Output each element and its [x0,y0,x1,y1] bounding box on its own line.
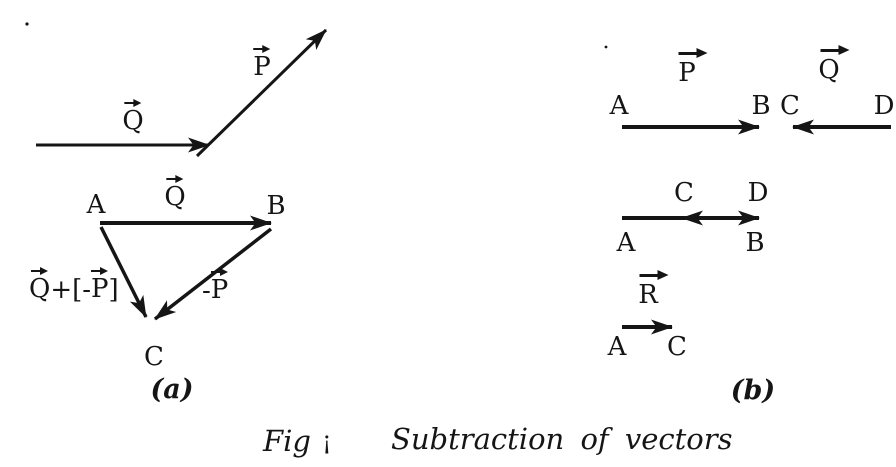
sum-operator-text: +[- [50,275,92,305]
sum-bracket-close: ] [108,275,119,305]
point-label-d: D [873,91,895,121]
caption-title: Subtraction of vectors [391,422,733,456]
caption-separator: ¡ [322,427,332,455]
caption-fig-word: Fig [263,424,311,458]
vector-arrow-icon [820,45,850,56]
vector-arrow-icon [678,48,708,59]
minus-sign: - [202,276,211,306]
point-label-b: B [751,91,771,121]
vector-letter: P [210,275,229,305]
panel-b-caption: (b) [730,375,776,406]
vector-label-r: R [628,270,669,308]
vector-label-q-b: Q [809,45,850,83]
point-label-a2: A [616,228,636,258]
vertex-label-c: C [144,342,164,372]
vertex-label-b: B [266,191,286,221]
vector-arrow-icon [31,266,49,275]
vector-arrow-icon [639,270,669,281]
vector-label-p: P [210,267,229,305]
vector-arrow-icon [91,266,109,275]
point-label-c: C [780,91,800,121]
point-label-c2: C [674,178,694,208]
vector-letter: Q [122,106,144,136]
vector-arrow-icon [124,98,142,107]
vector-arrow-icon [253,44,271,53]
vector-label-p-top: P [253,44,271,80]
sum-label-q-plus-minus-p: Q +[- P ] [29,266,119,303]
vector-letter: Q [818,55,840,85]
vector-letter: R [638,280,658,310]
panel-a-caption: (a) [150,374,194,405]
vector-label-p-b: P [667,48,708,86]
vector-letter: P [91,274,109,304]
vector-label-q-top: Q [122,98,144,136]
vector-p-arrow [195,28,328,158]
vector-letter: P [678,58,696,88]
vector-letter: P [253,52,271,82]
minus-p-label: - P [202,267,228,304]
point-label-b2: B [745,228,765,258]
print-dot [604,45,608,49]
triangle-ac-arrow [99,226,148,318]
vector-arrow-icon [166,174,184,183]
vector-arrow-icon [211,267,229,276]
vector-label-p: P [91,266,109,302]
vector-label-q-triangle: Q [164,174,186,212]
vertex-label-a: A [86,190,106,220]
print-dot [25,22,29,26]
vector-label-q: Q [29,266,50,302]
triangle-bc-arrow [153,227,273,321]
point-label-a3: A [607,332,627,362]
vector-letter: Q [164,182,186,212]
vector-letter: Q [29,274,51,304]
point-label-c3: C [667,332,687,362]
point-label-d2: D [747,178,769,208]
point-label-a: A [609,91,629,121]
